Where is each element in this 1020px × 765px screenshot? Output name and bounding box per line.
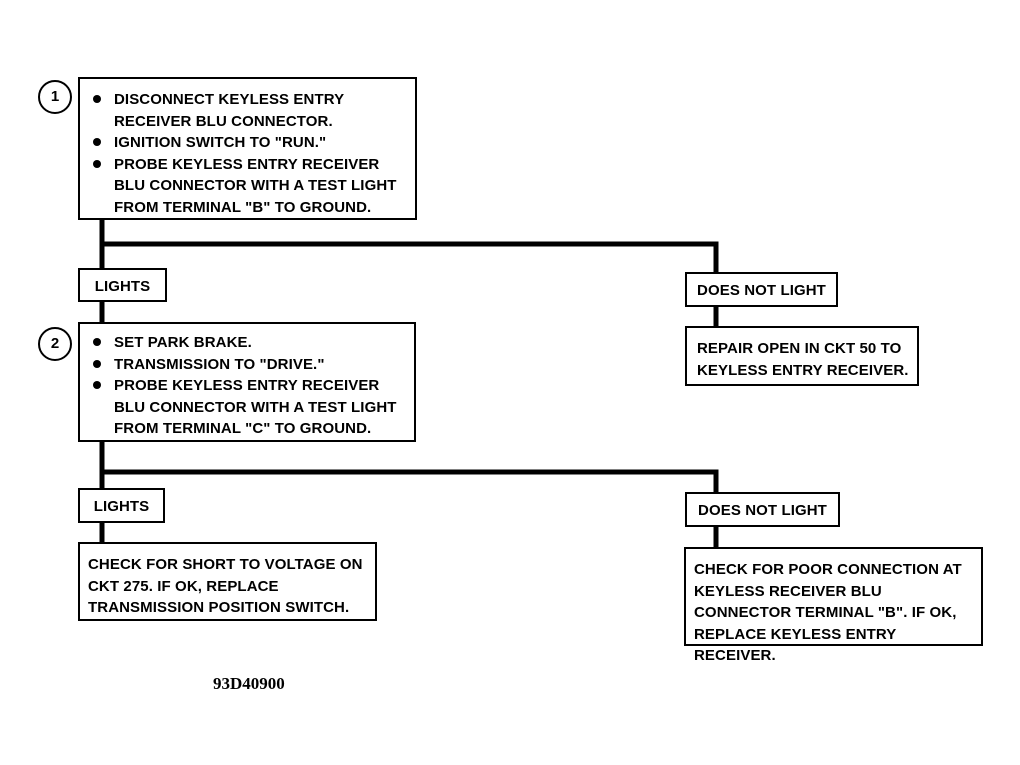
step-2-does-not-light-label: DOES NOT LIGHT (685, 492, 840, 527)
step-2-no-result: CHECK FOR POOR CONNECTION AT KEYLESS REC… (684, 547, 983, 664)
step-2-list: SET PARK BRAKE. TRANSMISSION TO "DRIVE."… (90, 332, 406, 440)
step-1-number: 1 (38, 80, 72, 114)
step-1-item: DISCONNECT KEYLESS ENTRY RECEIVER BLU CO… (90, 89, 407, 132)
step-2-item: TRANSMISSION TO "DRIVE." (90, 354, 406, 376)
step-2-yes-result: CHECK FOR SHORT TO VOLTAGE ON CKT 275. I… (78, 542, 377, 621)
figure-code: 93D40900 (213, 674, 285, 693)
step-2-lights-label: LIGHTS (78, 488, 165, 523)
step-1-list: DISCONNECT KEYLESS ENTRY RECEIVER BLU CO… (90, 89, 407, 218)
step-1-item: PROBE KEYLESS ENTRY RECEIVER BLU CONNECT… (90, 154, 407, 219)
step-2-number: 2 (38, 327, 72, 361)
step-2-box: SET PARK BRAKE. TRANSMISSION TO "DRIVE."… (78, 322, 416, 442)
step-1-does-not-light-label: DOES NOT LIGHT (685, 272, 838, 307)
step-1-no-result: REPAIR OPEN IN CKT 50 TO KEYLESS ENTRY R… (685, 326, 919, 386)
step-1-box: DISCONNECT KEYLESS ENTRY RECEIVER BLU CO… (78, 77, 417, 220)
step-2-item: SET PARK BRAKE. (90, 332, 406, 354)
step-2-item: PROBE KEYLESS ENTRY RECEIVER BLU CONNECT… (90, 375, 406, 440)
step-1-lights-label: LIGHTS (78, 268, 167, 302)
step-1-item: IGNITION SWITCH TO "RUN." (90, 132, 407, 154)
